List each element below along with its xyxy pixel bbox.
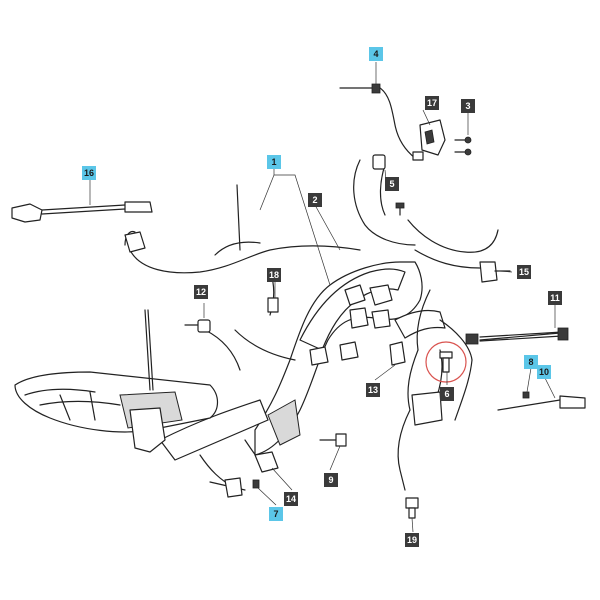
callout-4: 4 [369,47,383,61]
callout-label: 16 [84,168,94,178]
callout-label: 12 [196,287,206,297]
callout-7: 7 [269,507,283,521]
callout-9: 9 [324,473,338,487]
callout-label: 15 [519,267,529,277]
callout-11: 11 [548,291,562,305]
callout-label: 11 [550,293,560,303]
callout-label: 14 [286,494,296,504]
components [11,83,586,519]
callout-label: 5 [389,179,394,189]
callout-3: 3 [461,99,475,113]
callout-15: 15 [517,265,531,279]
callout-10: 10 [537,365,551,379]
callout-label: 4 [373,49,378,59]
callout-17: 17 [425,96,439,110]
callout-14: 14 [284,492,298,506]
callout-19: 19 [405,533,419,547]
callout-label: 19 [407,535,417,545]
callout-label: 7 [273,509,278,519]
callout-5: 5 [385,177,399,191]
callout-label: 9 [328,475,333,485]
leader-lines [89,62,556,533]
callout-8: 8 [524,355,538,369]
callout-label: 17 [427,98,437,108]
callout-2: 2 [308,193,322,207]
callout-16: 16 [82,166,96,180]
callout-label: 3 [465,101,470,111]
callout-label: 6 [444,389,449,399]
callout-label: 10 [539,367,549,377]
callout-18: 18 [267,268,281,282]
callout-label: 1 [271,157,276,167]
muffler-assembly [14,309,219,453]
callout-label: 8 [528,357,533,367]
callout-12: 12 [194,285,208,299]
callout-label: 13 [368,385,378,395]
callout-label: 2 [312,195,317,205]
callout-1: 1 [267,155,281,169]
highlight-circle [425,341,467,383]
callout-13: 13 [366,383,380,397]
callout-label: 18 [269,270,279,280]
callout-6: 6 [440,387,454,401]
